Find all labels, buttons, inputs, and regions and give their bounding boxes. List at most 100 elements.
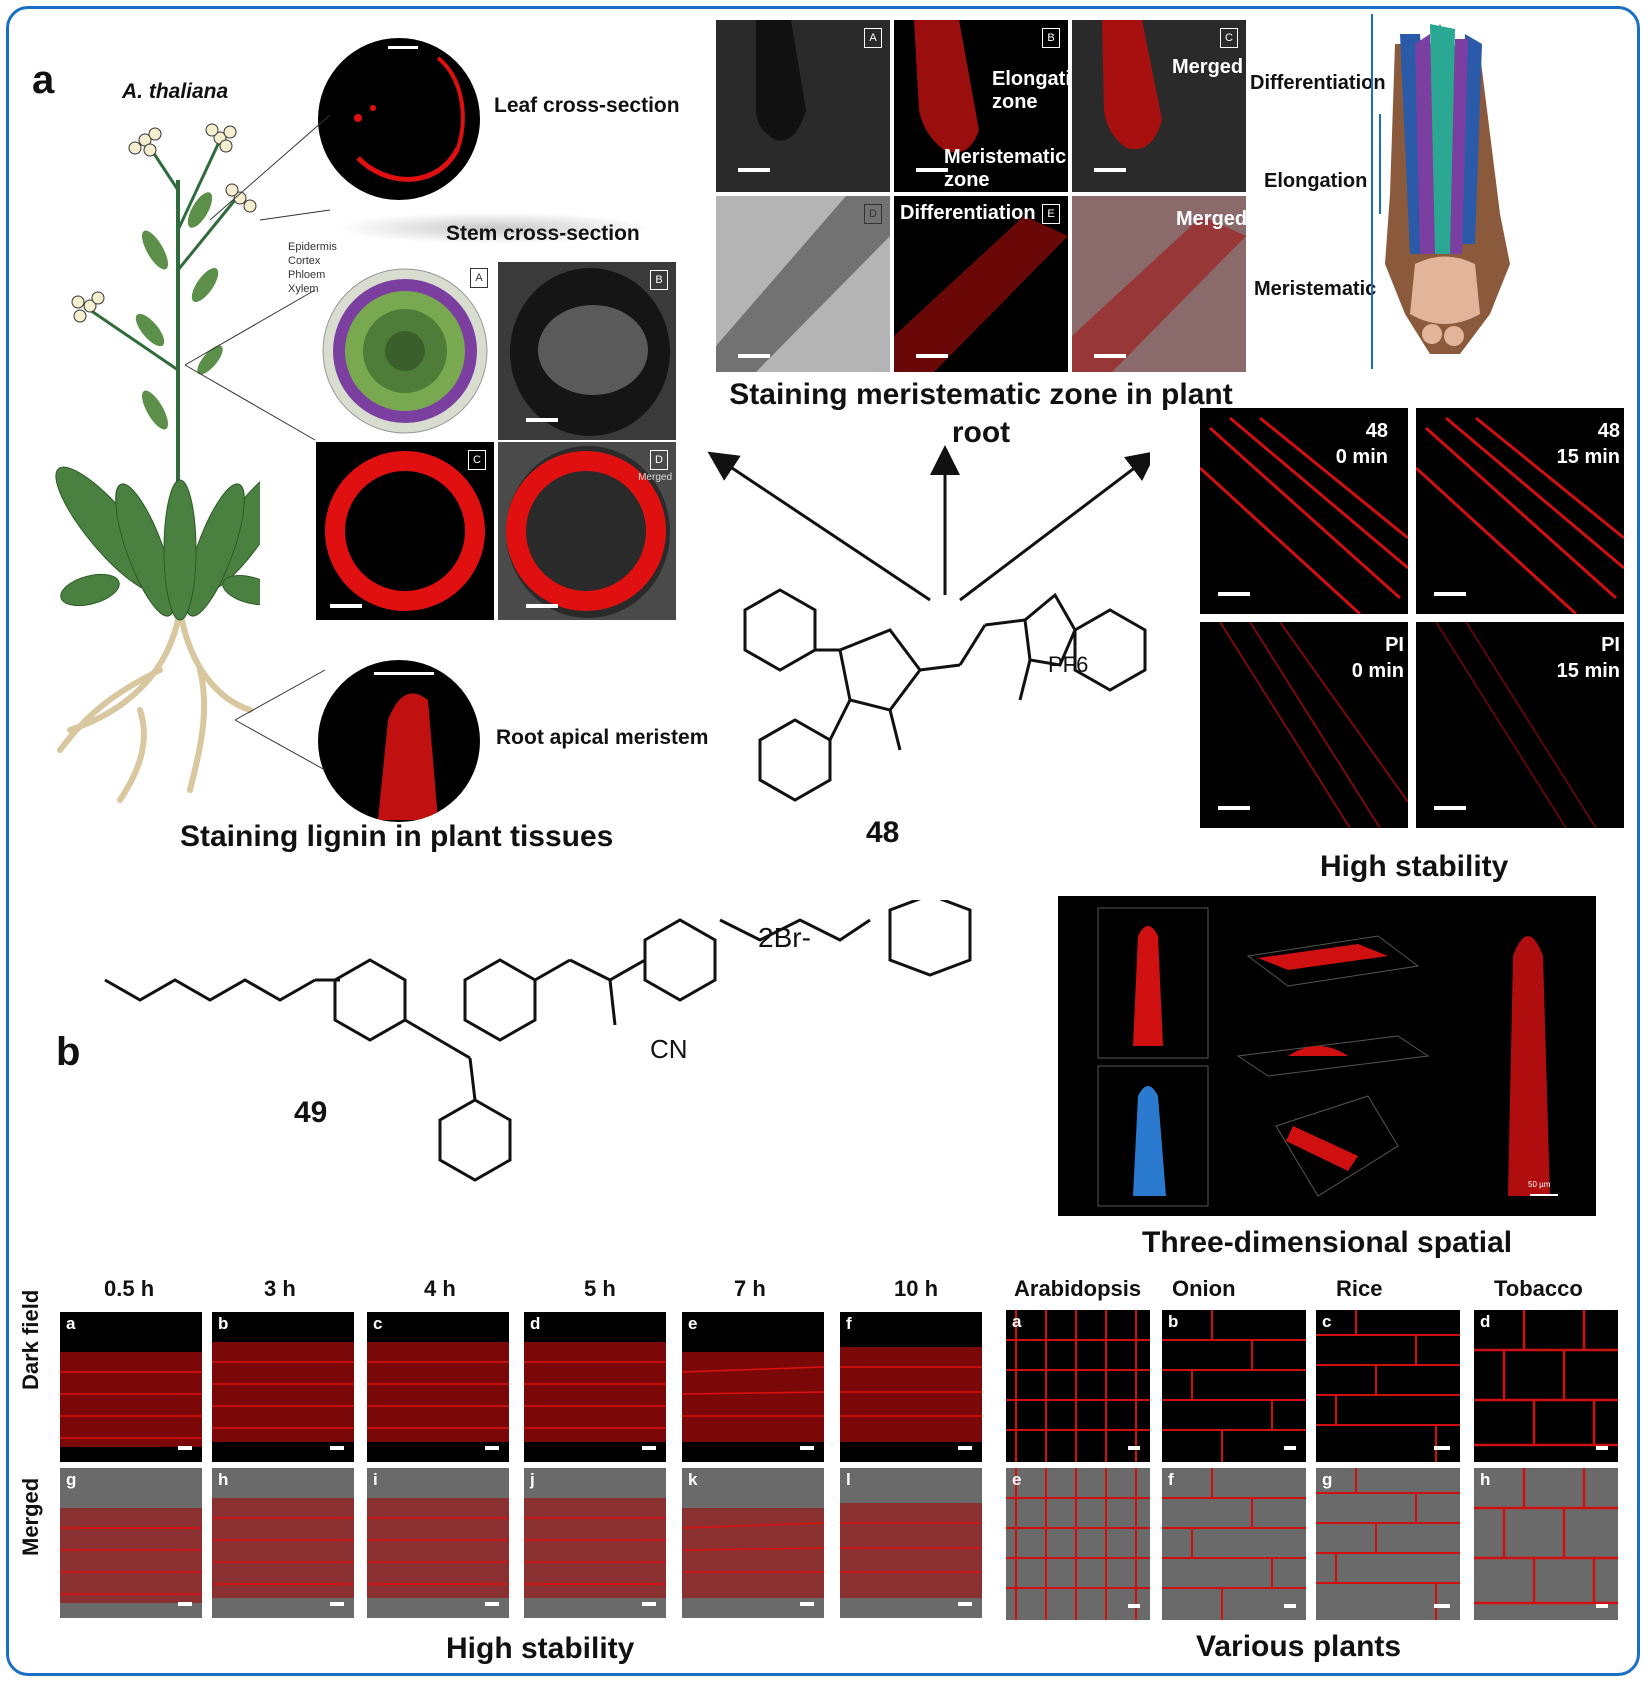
plant-merged-image: f	[1162, 1468, 1306, 1620]
scale-bar	[738, 354, 770, 358]
scale-bar	[1218, 592, 1250, 596]
arrow-left	[707, 451, 931, 602]
root-fluorescence-diff-image: Differentiation E	[894, 196, 1068, 372]
layer-cortex: Cortex	[288, 255, 321, 267]
plant-merged-image: e	[1006, 1468, 1150, 1620]
caption-meristematic: Staining meristematic zone in plant root	[729, 378, 1233, 449]
image-letter: g	[66, 1470, 77, 1489]
plant-dark-image: a	[1006, 1310, 1150, 1462]
root-tag-b: B	[1042, 28, 1060, 48]
compound-48-structure	[743, 588, 1147, 802]
plant-label-0: Arabidopsis	[1014, 1276, 1142, 1301]
scale-bar	[1094, 354, 1126, 358]
plant-merged-image: g	[1316, 1468, 1460, 1620]
root-fluorescence-tip-image: B Elongation zone Meristematic zone	[894, 20, 1068, 192]
time-dark-image: d	[524, 1312, 666, 1462]
image-letter: e	[688, 1314, 698, 1333]
caption-three-dimensional: Three-dimensional spatial	[1142, 1226, 1513, 1259]
scale-label-3d: 50 µm	[1528, 1180, 1551, 1189]
panel-a-letter: a	[32, 58, 55, 102]
scale-bar	[526, 418, 558, 422]
species-label: A. thaliana	[122, 80, 229, 103]
image-letter: i	[373, 1470, 378, 1489]
plants-header: Arabidopsis Onion Rice Tobacco	[1006, 1276, 1616, 1304]
root-apical-meristem-image	[318, 660, 480, 822]
time-dark-image: c	[367, 1312, 509, 1462]
time-dark-image: f	[840, 1312, 982, 1462]
leaf-cross-section-label: Leaf cross-section	[494, 94, 680, 117]
caption-high-stability-a: High stability	[1320, 850, 1509, 883]
root-tag-d: D	[864, 204, 882, 224]
stem-brightfield-image: B	[498, 262, 676, 440]
root-merged-diff-image: Merged	[1072, 196, 1246, 372]
image-letter: g	[1322, 1470, 1333, 1489]
time-label-2: 4 h	[424, 1276, 456, 1301]
root-tag-c: C	[1220, 28, 1238, 48]
meristematic-zone-label: Meristematic zone	[944, 146, 1067, 191]
scale-bar	[738, 168, 770, 172]
stem-fluorescence-image: C	[316, 442, 494, 620]
time-label-3: 5 h	[584, 1276, 616, 1301]
panel-b-letter: b	[56, 1030, 81, 1074]
stem-merged-image: D Merged	[498, 442, 676, 620]
diagram-differentiation: Differentiation	[1250, 72, 1386, 94]
diagram-meristematic: Meristematic	[1254, 278, 1377, 300]
root-brightfield-tip-image: A	[716, 20, 890, 192]
root-apical-meristem-label: Root apical meristem	[496, 726, 709, 749]
merged-label: Merged	[1176, 208, 1246, 230]
plant-label-1: Onion	[1172, 1276, 1236, 1301]
time-label-4: 7 h	[734, 1276, 766, 1301]
caption-lignin: Staining lignin in plant tissues	[180, 820, 614, 853]
time-header: 0.5 h 3 h 4 h 5 h 7 h 10 h	[60, 1276, 990, 1304]
plant-dark-image: c	[1316, 1310, 1460, 1462]
elongation-zone-label: Elongation zone	[992, 68, 1068, 113]
root-tag-e: E	[1042, 204, 1060, 224]
image-letter: l	[846, 1470, 851, 1489]
stem-tag-c: C	[468, 450, 486, 470]
image-letter: b	[218, 1314, 229, 1333]
scale-bar	[1094, 168, 1126, 172]
image-letter: b	[1168, 1312, 1179, 1331]
time-merged-image: j	[524, 1468, 666, 1618]
compound-48-label: 48	[866, 816, 900, 849]
time-dark-image: a	[60, 1312, 202, 1462]
image-letter: h	[1480, 1470, 1491, 1489]
leaf-cross-section-image	[318, 38, 480, 200]
figure-frame	[6, 6, 1640, 1676]
root-brightfield-diff-image: D	[716, 196, 890, 372]
image-letter: d	[1480, 1312, 1491, 1331]
scale-bar	[1218, 806, 1250, 810]
compound-49-label: 49	[294, 1096, 328, 1129]
time-merged-image: i	[367, 1468, 509, 1618]
root-merged-tip-image: C Merged	[1072, 20, 1246, 192]
scale-bar	[526, 604, 558, 608]
stem-tag-b: B	[650, 270, 668, 290]
leaf-pointer-lines	[209, 114, 331, 221]
stem-pointer-lines	[184, 289, 316, 441]
merged-label: Merged	[1172, 56, 1244, 78]
row-label-merged: Merged	[18, 1477, 43, 1556]
root-anatomy-illustration	[1371, 14, 1510, 369]
plant-dark-image: d	[1474, 1310, 1618, 1462]
stem-tag-a: A	[470, 268, 488, 288]
time-label-5: 10 h	[894, 1276, 939, 1301]
plant-label-2: Rice	[1336, 1276, 1383, 1301]
root-zone-diagram: Differentiation Elongation Meristematic	[1250, 20, 1440, 374]
scale-bar	[916, 168, 948, 172]
time-merged-image: l	[840, 1468, 982, 1618]
image-letter: h	[218, 1470, 229, 1489]
scale-bar	[1434, 592, 1466, 596]
stem-tag-d: D	[650, 450, 668, 470]
scale-bar	[330, 604, 362, 608]
image-letter: a	[66, 1314, 76, 1333]
time-merged-image: h	[212, 1468, 354, 1618]
layer-epidermis: Epidermis	[288, 241, 337, 253]
image-letter: c	[373, 1314, 383, 1333]
